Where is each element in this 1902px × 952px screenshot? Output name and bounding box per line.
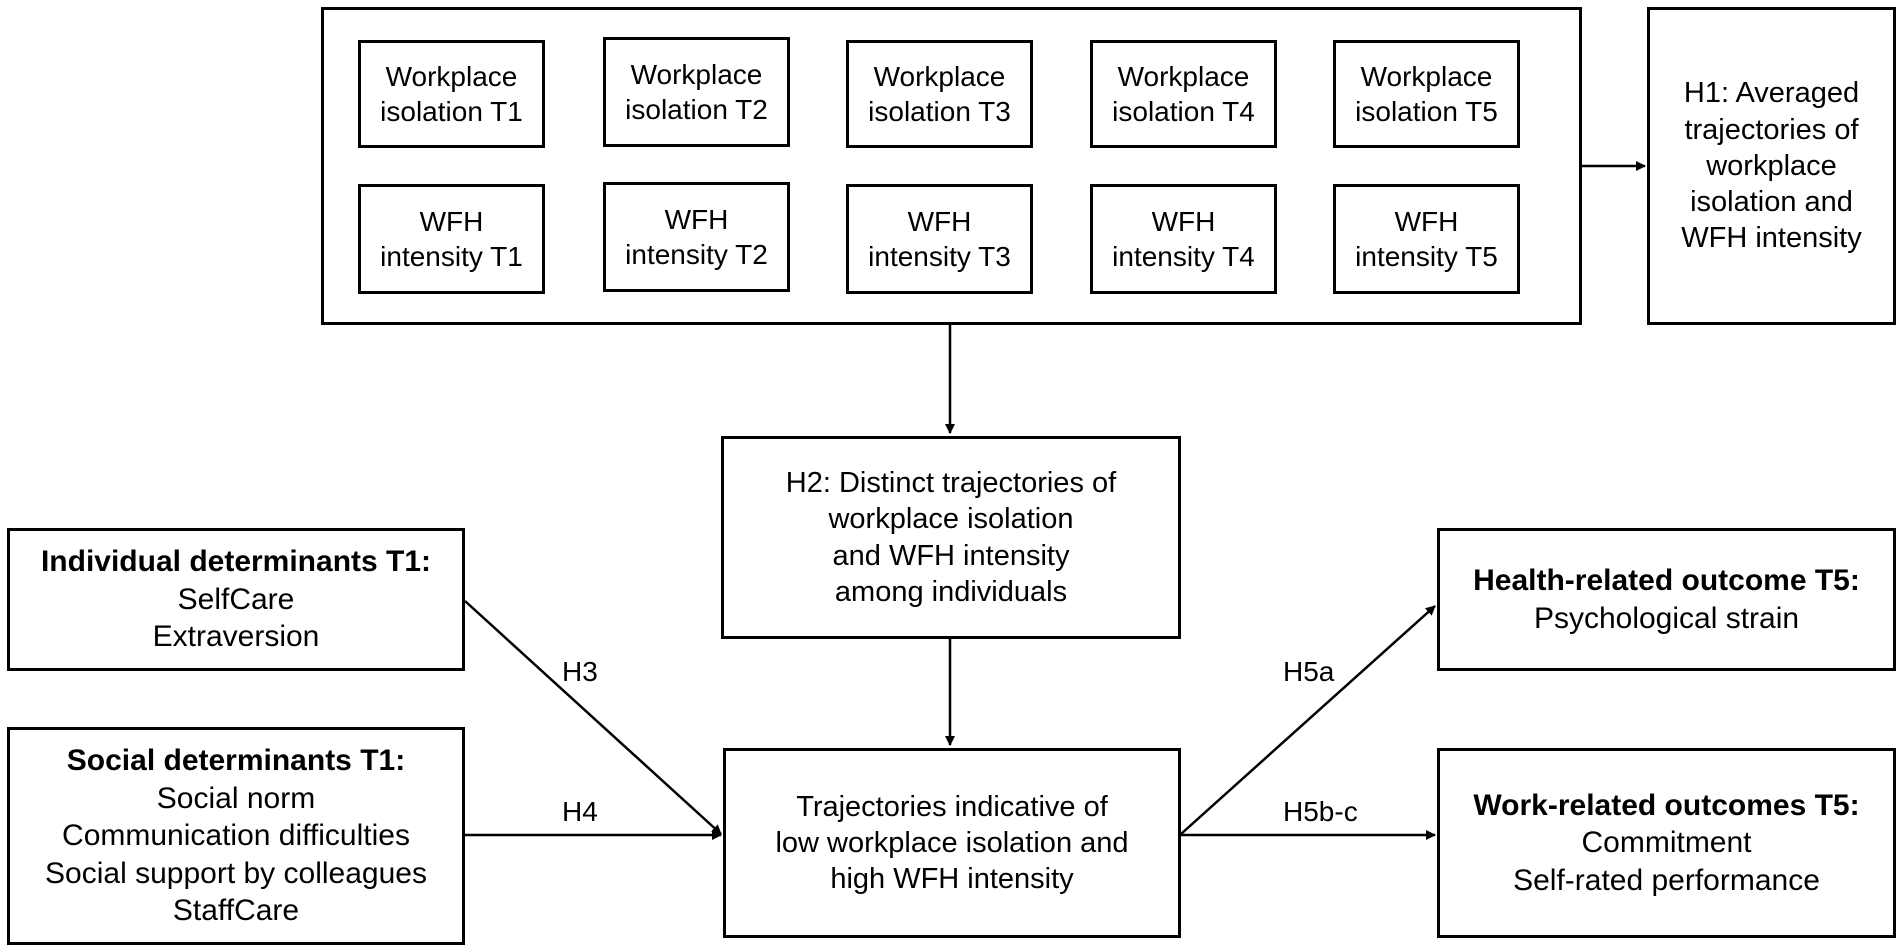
work-item-commitment: Commitment — [1581, 826, 1752, 860]
social-item-norm: Social norm — [156, 781, 316, 815]
wfh-t4-box: WFH intensity T4 — [1090, 184, 1277, 294]
social-item-staffcare: StaffCare — [172, 894, 300, 928]
wfh-t3-line1: WFH — [907, 206, 972, 237]
health-outcome-title: Health-related outcome T5: — [1473, 564, 1860, 597]
edge-label-h5a: H5a — [1283, 656, 1335, 687]
social-item-support: Social support by colleagues — [45, 856, 427, 890]
h2-line3: and WFH intensity — [832, 539, 1070, 572]
h1-line2: trajectories of — [1684, 113, 1859, 146]
health-outcome-box: Health-related outcome T5: Psychological… — [1437, 528, 1896, 671]
trajectories-box: Trajectories indicative of low workplace… — [723, 748, 1181, 938]
wfh-t1-line1: WFH — [419, 206, 484, 237]
wfh-t5-box: WFH intensity T5 — [1333, 184, 1520, 294]
wfh-t2-line1: WFH — [664, 204, 729, 235]
wfh-t4-line1: WFH — [1151, 206, 1216, 237]
wfh-t2-box: WFH intensity T2 — [603, 182, 790, 292]
arrow-h5a — [1180, 605, 1436, 835]
isolation-t5-box: Workplace isolation T5 — [1333, 40, 1520, 148]
edge-label-h5bc: H5b-c — [1283, 796, 1358, 827]
edge-label-h4: H4 — [562, 796, 598, 827]
wfh-t5-line1: WFH — [1394, 206, 1459, 237]
individual-item-selfcare: SelfCare — [177, 582, 295, 616]
work-outcomes-box: Work-related outcomes T5: Commitment Sel… — [1437, 748, 1896, 938]
h1-line1: H1: Averaged — [1683, 77, 1860, 110]
isolation-t3-box: Workplace isolation T3 — [846, 40, 1033, 148]
h2-box: H2: Distinct trajectories of workplace i… — [721, 436, 1181, 639]
edge-label-h3: H3 — [562, 656, 598, 687]
health-item-strain: Psychological strain — [1533, 601, 1800, 635]
wfh-t2-line2: intensity T2 — [625, 239, 768, 270]
isolation-t3-line1: Workplace — [873, 61, 1006, 92]
isolation-t1-line1: Workplace — [385, 61, 518, 92]
arrow-h3 — [464, 600, 722, 835]
h1-box: H1: Averaged trajectories of workplace i… — [1647, 7, 1896, 325]
social-determinants-title: Social determinants T1: — [66, 744, 406, 778]
trajectories-line3: high WFH intensity — [830, 863, 1074, 896]
trajectories-line2: low workplace isolation and — [775, 826, 1129, 859]
social-item-communication: Communication difficulties — [62, 819, 410, 853]
h2-line4: among individuals — [834, 575, 1068, 608]
h2-line2: workplace isolation — [828, 503, 1074, 536]
individual-item-extraversion: Extraversion — [152, 620, 320, 654]
isolation-t4-line2: isolation T4 — [1112, 96, 1255, 127]
isolation-t4-line1: Workplace — [1117, 61, 1250, 92]
h1-line3: workplace — [1706, 149, 1837, 182]
isolation-t5-line2: isolation T5 — [1355, 96, 1498, 127]
isolation-t5-line1: Workplace — [1360, 61, 1493, 92]
individual-determinants-title: Individual determinants T1: — [40, 545, 432, 579]
wfh-t3-box: WFH intensity T3 — [846, 184, 1033, 294]
wfh-t3-line2: intensity T3 — [868, 241, 1011, 272]
social-determinants-box: Social determinants T1: Social norm Comm… — [7, 727, 465, 945]
wfh-t1-line2: intensity T1 — [380, 241, 523, 272]
wfh-t5-line2: intensity T5 — [1355, 241, 1498, 272]
isolation-t2-line1: Workplace — [630, 59, 763, 90]
isolation-t1-box: Workplace isolation T1 — [358, 40, 545, 148]
trajectories-line1: Trajectories indicative of — [796, 790, 1108, 823]
isolation-t2-box: Workplace isolation T2 — [603, 37, 790, 147]
h1-line5: WFH intensity — [1681, 222, 1862, 255]
isolation-t3-line2: isolation T3 — [868, 96, 1011, 127]
isolation-t4-box: Workplace isolation T4 — [1090, 40, 1277, 148]
individual-determinants-box: Individual determinants T1: SelfCare Ext… — [7, 528, 465, 671]
work-outcomes-title: Work-related outcomes T5: — [1473, 788, 1860, 822]
wfh-t1-box: WFH intensity T1 — [358, 184, 545, 294]
isolation-t1-line2: isolation T1 — [380, 96, 523, 127]
h2-line1: H2: Distinct trajectories of — [785, 467, 1117, 499]
h1-line4: isolation and — [1690, 186, 1853, 219]
wfh-t4-line2: intensity T4 — [1112, 241, 1255, 272]
isolation-t2-line2: isolation T2 — [625, 94, 768, 125]
work-item-performance: Self-rated performance — [1513, 863, 1820, 897]
